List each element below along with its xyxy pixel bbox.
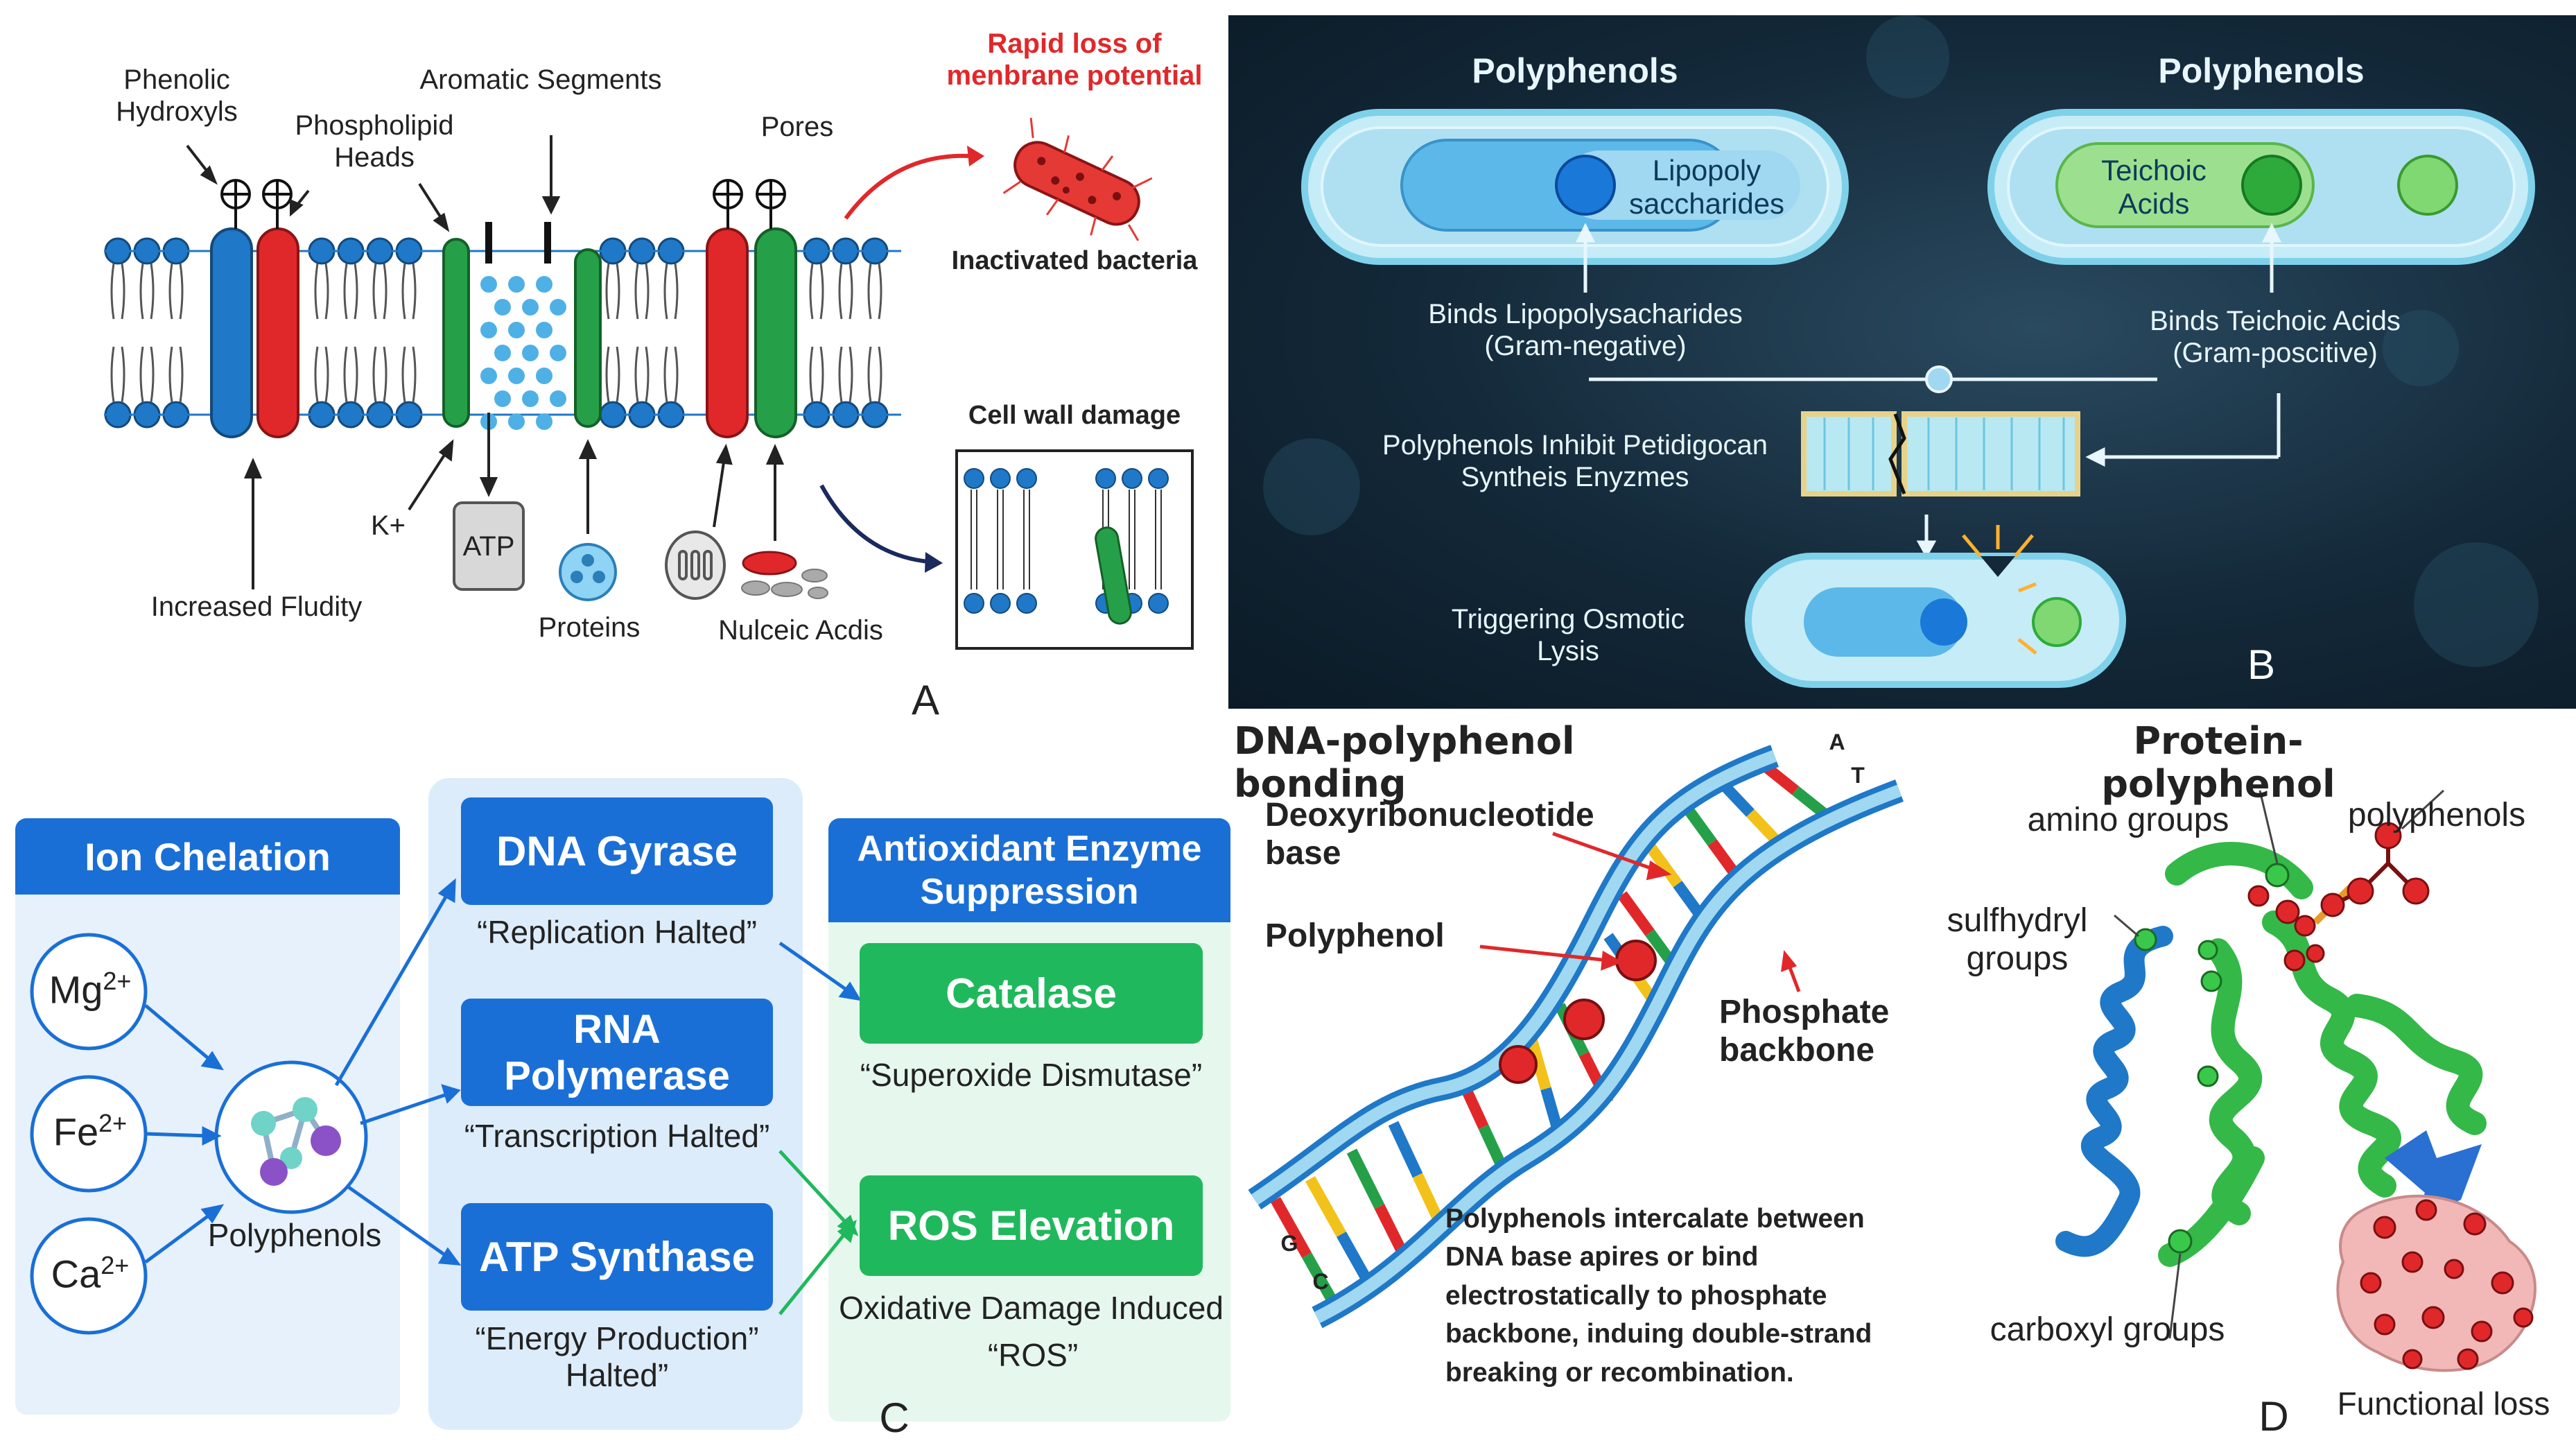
panel-c-enzymes: Ion Chelation Antioxidant Enzyme Suppres… — [0, 763, 1234, 1450]
ion-chelation-header: Ion Chelation — [15, 818, 400, 895]
catalase-box: Catalase — [860, 943, 1203, 1044]
rna-polymerase-box: RNA Polymerase — [461, 999, 773, 1106]
atp-synthase-box: ATP Synthase — [461, 1203, 773, 1311]
polyphenol-molecule-circle — [214, 1060, 368, 1214]
label-aromatic-segments: Aromatic Segments — [419, 64, 662, 95]
green-channel-left — [442, 238, 470, 428]
panel-letter-c: C — [879, 1395, 910, 1441]
protein-title: Protein-polyphenol — [2101, 719, 2335, 806]
atp-box — [453, 501, 525, 591]
inactivated-bacterium-shape — [1002, 117, 1153, 241]
label-phospholipid-heads: Phospholipid Heads — [295, 110, 454, 173]
red-channel — [256, 227, 299, 438]
panel-d-protein: Protein-polyphenol amino groups polyphen… — [1927, 714, 2576, 1450]
green-pore-channel — [754, 227, 797, 438]
functional-loss-arrow — [2385, 1130, 2482, 1224]
label-polyphenol-dna: Polyphenol — [1265, 917, 1445, 954]
label-nucleic-acids: Nulceic Acdis — [718, 615, 883, 646]
label-carboxyl-groups: carboxyl groups — [1990, 1311, 2225, 1348]
base-c: C — [1312, 1269, 1329, 1294]
ion-fe: Fe2+ — [53, 1109, 128, 1154]
base-a: A — [1829, 730, 1845, 754]
label-cell-wall-damage: Cell wall damage — [968, 401, 1181, 430]
label-polyphenols-left: Polyphenols — [1472, 51, 1678, 90]
label-sulfhydryl-groups: sulfhydryl groups — [1947, 902, 2088, 978]
label-increased-fluidity: Increased Fludity — [150, 592, 363, 622]
label-replication-halted: “Replication Halted” — [477, 914, 757, 950]
label-oxidative-damage: Oxidative Damage Induced — [839, 1290, 1224, 1326]
label-transcription-halted: “Transcription Halted” — [464, 1118, 770, 1154]
dna-helix-illustration — [1248, 745, 1904, 1329]
label-deoxy-base: Deoxyribonucleotide base — [1265, 797, 1594, 872]
dna-description: Polyphenols intercalate between DNA base… — [1445, 1204, 1872, 1388]
cell-wall-illustration — [1263, 15, 2539, 688]
base-g: G — [1280, 1231, 1298, 1256]
dna-title: DNA-polyphenol bonding — [1234, 719, 1575, 806]
enzyme-arrows — [30, 878, 862, 1335]
label-rapid-loss: Rapid loss of menbrane potential — [946, 28, 1203, 91]
dna-gyrase-box: DNA Gyrase — [461, 797, 773, 905]
label-polyphenols-d: polyphenols — [2347, 797, 2526, 834]
membrane-illustration — [104, 117, 1194, 650]
peptidoglycan-segment — [1801, 411, 2080, 497]
panel-letter-a: A — [911, 677, 940, 723]
label-binds-lps: Binds Lipopolysacharides (Gram-negative) — [1428, 299, 1743, 361]
panel-a-membrane: Phenolic Hydroxyls Phospholipid Heads Ar… — [0, 0, 1227, 723]
label-proteins: Proteins — [538, 612, 641, 643]
label-pores: Pores — [760, 112, 834, 142]
label-k-plus: K+ — [370, 510, 406, 541]
label-polyphenols-c: Polyphenols — [207, 1217, 382, 1253]
ion-mg: Mg2+ — [49, 967, 132, 1012]
label-functional-loss: Functional loss — [2337, 1386, 2550, 1422]
panel-b-cell-wall: Polyphenols Polyphenols Lipopoly sacchar… — [1228, 15, 2576, 709]
label-phenolic-hydroxyls: Phenolic Hydroxyls — [116, 64, 238, 127]
label-superoxide: “Superoxide Dismutase” — [860, 1057, 1203, 1093]
panel-dna-bonding: DNA-polyphenol bonding Deoxyribonucleoti… — [1234, 714, 1927, 1450]
label-inhibit-enzymes: Polyphenols Inhibit Petidigocan Syntheis… — [1382, 430, 1768, 492]
label-binds-teichoic: Binds Teichoic Acids (Gram-poscitive) — [2150, 306, 2401, 368]
ion-ca: Ca2+ — [51, 1251, 130, 1296]
green-channel-mid — [574, 248, 602, 428]
panel-letter-b: B — [2247, 641, 2276, 688]
label-inactivated-bacteria: Inactivated bacteria — [951, 246, 1198, 275]
protein-illustration — [2055, 789, 2536, 1372]
ros-elevation-box: ROS Elevation — [860, 1175, 1203, 1276]
label-teichoic-acids: Teichoic Acids — [2101, 154, 2207, 221]
label-polyphenols-right: Polyphenols — [2158, 51, 2365, 90]
label-energy-halted: “Energy Production” Halted” — [475, 1320, 759, 1393]
antioxidant-header: Antioxidant Enzyme Suppression — [828, 818, 1230, 922]
panel-letter-d: D — [2259, 1393, 2289, 1440]
label-lipopolysaccharides: Lipopoly saccharides — [1628, 154, 1785, 221]
base-t: T — [1851, 763, 1865, 788]
label-phosphate-backbone: Phosphate backbone — [1719, 994, 1890, 1069]
protein-ball — [559, 543, 617, 601]
blue-channel — [210, 227, 253, 438]
label-ros: “ROS” — [987, 1337, 1079, 1373]
label-osmotic-lysis: Triggering Osmotic Lysis — [1451, 604, 1685, 666]
label-atp: ATP — [462, 531, 515, 562]
label-amino-groups: amino groups — [2027, 802, 2229, 838]
red-pore-channel — [706, 227, 749, 438]
